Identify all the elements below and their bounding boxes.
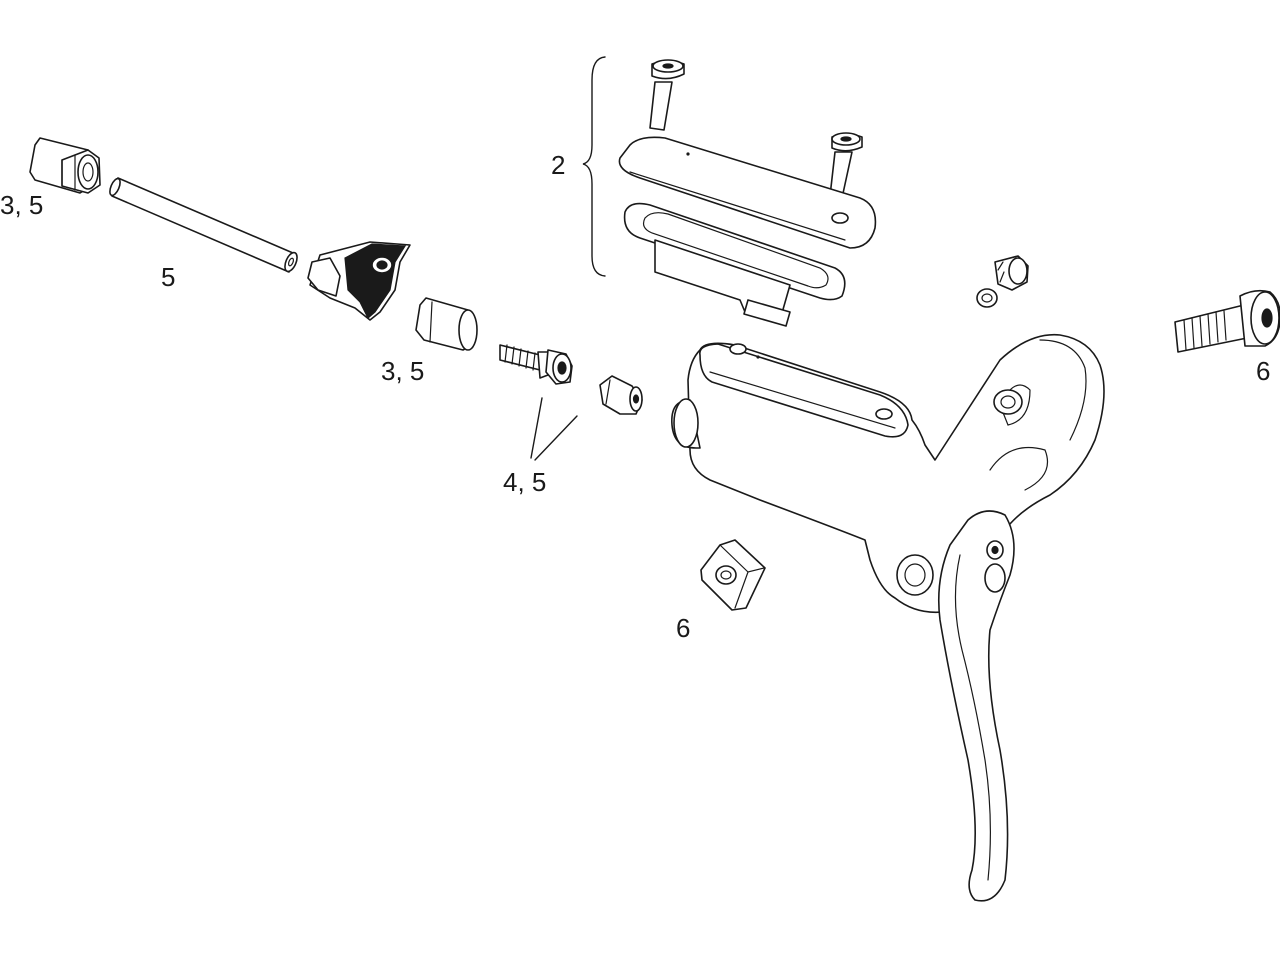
- cap-screw-1: [649, 59, 685, 131]
- reservoir-lid: [618, 136, 877, 249]
- callout-clamp-nut: 6: [676, 613, 690, 643]
- bleed-screw: [976, 255, 1029, 308]
- callout-reservoir-cap: 2: [551, 150, 565, 180]
- clamp-nut: [700, 539, 766, 611]
- hose-bracket: [307, 241, 411, 321]
- clamp-bolt: [1174, 289, 1280, 353]
- hose-olive: [599, 375, 643, 415]
- callout-clamp-bolt: 6: [1256, 356, 1270, 386]
- leader-lines-4-5: [530, 397, 578, 461]
- callout-fitting-mid: 3, 5: [381, 356, 424, 386]
- threaded-barb: [499, 344, 573, 385]
- reservoir-cap-assembly: [582, 56, 877, 327]
- callout-bolt-insert: 4, 5: [503, 467, 546, 497]
- lever-blade: [937, 510, 1015, 902]
- reservoir-diaphragm: [623, 202, 846, 327]
- group-bracket: [582, 56, 606, 277]
- compression-nut-mid: [415, 297, 478, 351]
- callout-hose: 5: [161, 262, 175, 292]
- brake-hose-segment: [109, 177, 298, 273]
- cap-screw-2: [829, 132, 863, 199]
- compression-nut-left: [29, 137, 101, 194]
- callout-fitting-left: 3, 5: [0, 190, 43, 220]
